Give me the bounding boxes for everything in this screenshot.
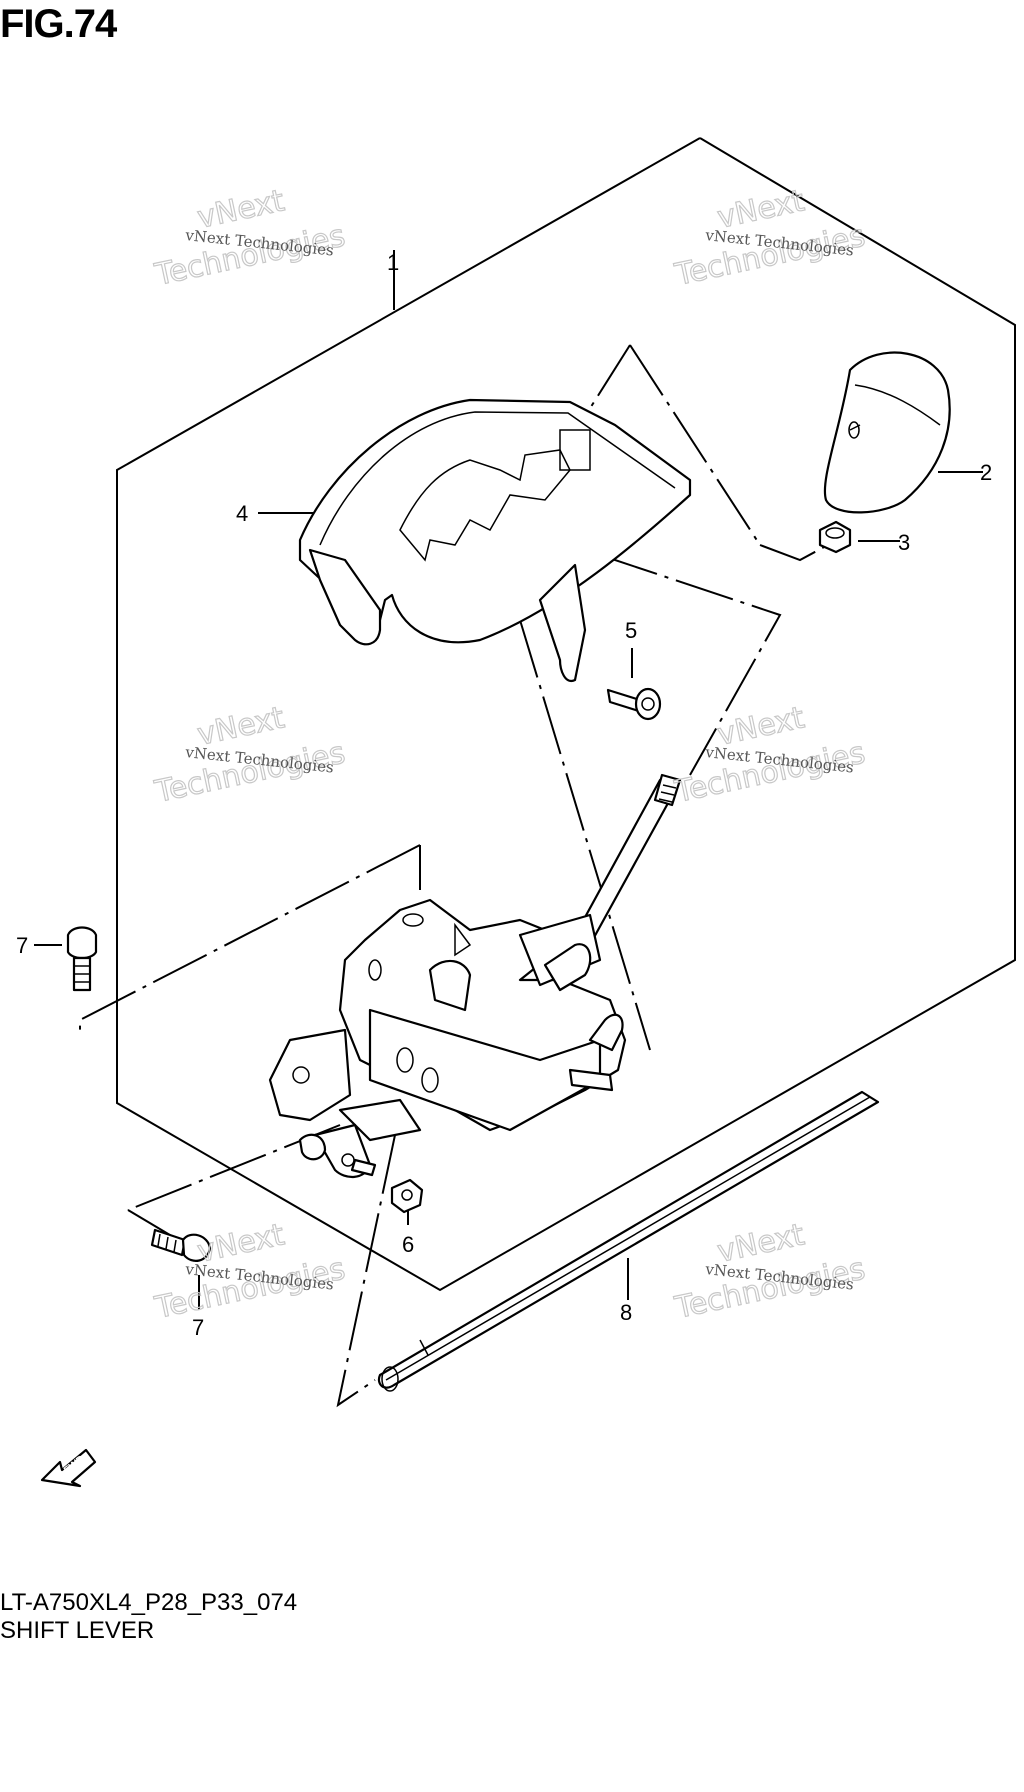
mount-bolt-lower xyxy=(150,1228,212,1262)
watermark-bottom-left: vNext Technologies vNext Technologies xyxy=(151,1217,349,1327)
knob-nut xyxy=(818,520,852,554)
callout-3: 3 xyxy=(898,530,910,555)
watermark-top-right: vNext Technologies vNext Technologies xyxy=(671,183,869,294)
shift-knob xyxy=(823,351,951,514)
shift-gate-cover xyxy=(298,398,692,683)
watermark-mid-left: vNext Technologies vNext Technologies xyxy=(151,700,349,811)
callout-7b: 7 xyxy=(192,1315,204,1340)
callout-7a: 7 xyxy=(16,933,28,958)
figure-title: FIG.74 xyxy=(0,2,117,46)
watermark-top-left: vNext Technologies vNext Technologies xyxy=(151,183,349,294)
forward-direction-arrow: FWD xyxy=(40,1448,97,1488)
watermark-bottom-right: vNext Technologies vNext Technologies xyxy=(671,1217,869,1327)
cover-bolt xyxy=(606,687,662,721)
callout-1: 1 xyxy=(387,250,399,275)
callout-8: 8 xyxy=(620,1300,632,1325)
callout-5: 5 xyxy=(625,618,637,643)
assembly-outline xyxy=(116,137,1016,1292)
long-shift-rod xyxy=(377,1090,880,1392)
mount-bolt-upper xyxy=(66,926,98,992)
section-title: SHIFT LEVER xyxy=(0,1617,155,1644)
bracket-nut xyxy=(390,1178,424,1214)
shift-lever-bracket xyxy=(268,898,627,1178)
callout-4: 4 xyxy=(236,501,248,526)
model-code: LT-A750XL4_P28_P33_074 xyxy=(0,1589,298,1616)
callout-6: 6 xyxy=(402,1232,414,1257)
callout-2: 2 xyxy=(980,460,992,485)
